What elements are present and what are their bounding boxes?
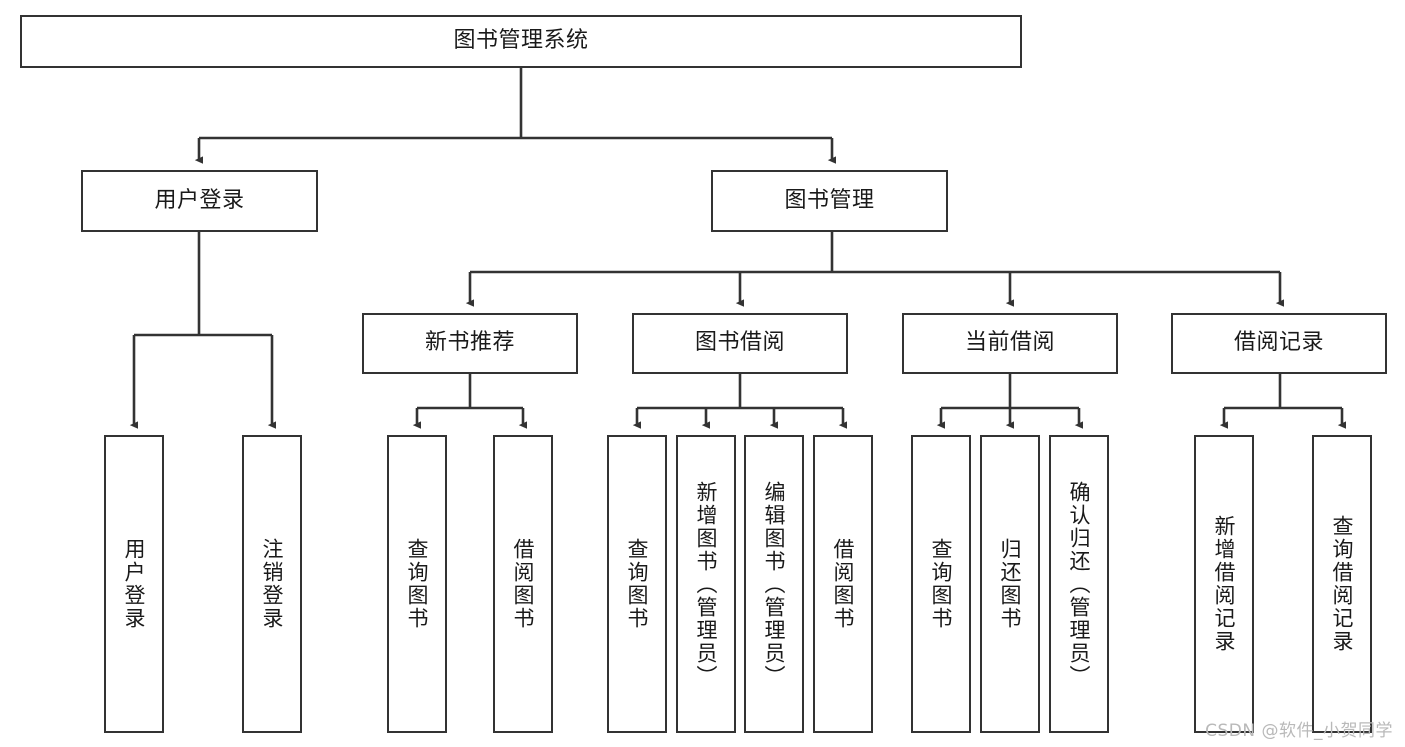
node-current-borrow[interactable]: 当前借阅 bbox=[902, 313, 1118, 374]
node-label: 借阅图书 bbox=[511, 538, 536, 630]
node-root-system[interactable]: 图书管理系统 bbox=[20, 15, 1022, 68]
node-leaf-borrow-book-2[interactable]: 借阅图书 bbox=[813, 435, 873, 733]
node-leaf-borrow-book-1[interactable]: 借阅图书 bbox=[493, 435, 553, 733]
node-user-login[interactable]: 用户登录 bbox=[81, 170, 318, 232]
node-label: 新增图书（管理员） bbox=[694, 480, 719, 688]
node-leaf-logout-login[interactable]: 注销登录 bbox=[242, 435, 302, 733]
node-label: 注销登录 bbox=[260, 538, 285, 630]
node-label: 当前借阅 bbox=[964, 330, 1055, 356]
node-label: 归还图书 bbox=[998, 538, 1023, 630]
node-leaf-user-login[interactable]: 用户登录 bbox=[104, 435, 164, 733]
node-leaf-add-borrow-record[interactable]: 新增借阅记录 bbox=[1194, 435, 1254, 733]
node-label: 图书管理 bbox=[784, 187, 875, 213]
node-leaf-return-book[interactable]: 归还图书 bbox=[980, 435, 1040, 733]
node-leaf-add-book[interactable]: 新增图书（管理员） bbox=[676, 435, 736, 733]
node-label: 编辑图书（管理员） bbox=[762, 480, 787, 688]
node-label: 查询图书 bbox=[625, 538, 650, 630]
node-label: 用户登录 bbox=[122, 538, 147, 630]
node-label: 图书借阅 bbox=[694, 330, 785, 356]
node-label: 新书推荐 bbox=[424, 330, 515, 356]
node-label: 确认归还（管理员） bbox=[1067, 480, 1092, 688]
node-leaf-query-book-2[interactable]: 查询图书 bbox=[607, 435, 667, 733]
node-label: 用户登录 bbox=[154, 187, 245, 213]
node-label: 查询借阅记录 bbox=[1330, 515, 1355, 653]
node-label: 借阅记录 bbox=[1233, 330, 1324, 356]
csdn-watermark: CSDN @软件_小贺同学 bbox=[1205, 721, 1393, 741]
node-leaf-confirm-return[interactable]: 确认归还（管理员） bbox=[1049, 435, 1109, 733]
node-label: 图书管理系统 bbox=[453, 28, 589, 54]
node-label: 查询图书 bbox=[405, 538, 430, 630]
node-borrow-record[interactable]: 借阅记录 bbox=[1171, 313, 1387, 374]
node-new-book-recommend[interactable]: 新书推荐 bbox=[362, 313, 578, 374]
node-leaf-query-book-1[interactable]: 查询图书 bbox=[387, 435, 447, 733]
node-leaf-query-book-3[interactable]: 查询图书 bbox=[911, 435, 971, 733]
node-label: 新增借阅记录 bbox=[1212, 515, 1237, 653]
node-book-management[interactable]: 图书管理 bbox=[711, 170, 948, 232]
node-label: 查询图书 bbox=[929, 538, 954, 630]
node-leaf-edit-book[interactable]: 编辑图书（管理员） bbox=[744, 435, 804, 733]
node-leaf-query-borrow-record[interactable]: 查询借阅记录 bbox=[1312, 435, 1372, 733]
node-label: 借阅图书 bbox=[831, 538, 856, 630]
node-book-borrow[interactable]: 图书借阅 bbox=[632, 313, 848, 374]
